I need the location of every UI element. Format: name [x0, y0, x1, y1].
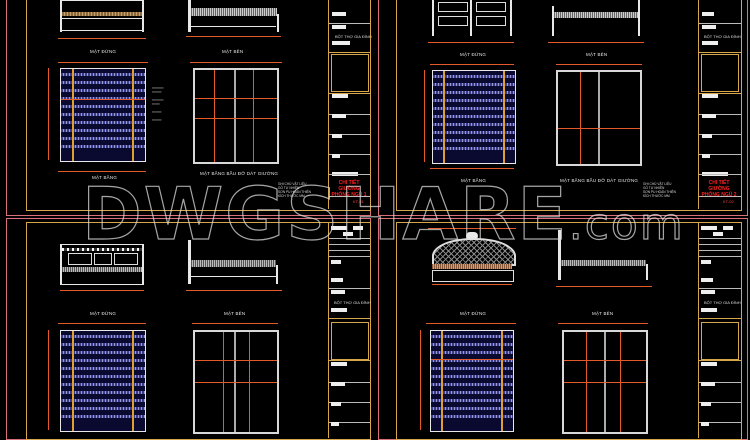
side-elevation-3: [186, 240, 282, 291]
view-label-plan-2: MẶT BẰNG: [461, 178, 487, 183]
logo-box: [701, 322, 739, 360]
callouts-1: ━━━━━━━━━━━━━━━━━━━━━━━━━━━━━━━: [152, 86, 164, 122]
view-label-front-2: MẶT ĐỨNG: [460, 52, 487, 57]
view-label-plan-1: MẶT BẰNG: [92, 175, 118, 180]
drawing-frame-2: [396, 0, 742, 211]
sheet-number: KT-02: [723, 199, 734, 204]
front-elevation-2: [428, 0, 514, 43]
view-label-frame-plan-1: MẶT BẰNG BẦU ĐỠ DÁT GIƯỜNG: [200, 171, 279, 176]
view-label-side-2: MẶT BÊN: [586, 52, 608, 57]
view-label-side-3: MẶT BÊN: [224, 311, 246, 316]
drawing-sheet-2: [378, 0, 748, 216]
side-elevation-4: [556, 226, 652, 287]
logo-box: [331, 54, 369, 92]
logo-box: [701, 54, 739, 92]
view-label-front-3: MẶT ĐỨNG: [90, 311, 117, 316]
project-name: BỘT THỢ GIA ĐÌNH: [704, 300, 741, 305]
logo-box: [331, 322, 369, 360]
bed-frame-plan-2: [556, 70, 642, 166]
bed-frame-plan-4: [562, 330, 648, 434]
title-block-3: BỘT THỢ GIA ĐÌNH: [328, 222, 371, 438]
front-elevation-3: [60, 240, 144, 291]
front-elevation-4: [428, 226, 516, 286]
project-name: BỘT THỢ GIA ĐÌNH: [704, 34, 741, 39]
view-label-side-1: MẶT BÊN: [222, 49, 244, 54]
bed-plan-4: [430, 330, 514, 432]
bed-frame-plan-1: [193, 68, 279, 164]
title-block-4: BỘT THỢ GIA ĐÌNH: [698, 222, 741, 438]
side-elevation-1: [186, 0, 281, 37]
view-label-front-1: MẶT ĐỨNG: [90, 49, 117, 54]
bed-plan-2: [432, 70, 516, 164]
bed-plan-3: [60, 330, 146, 432]
bed-frame-plan-3: [193, 330, 279, 434]
sheet-number: KT-01: [353, 199, 364, 204]
watermark: DWGSHARE.com: [81, 172, 685, 256]
drawing-frame-1: [26, 0, 371, 211]
side-elevation-2: [548, 0, 644, 43]
project-name: BỘT THỢ GIA ĐÌNH: [334, 300, 371, 305]
front-elevation-1: [58, 0, 146, 39]
bed-plan-1: [60, 68, 146, 162]
view-label-front-4: MẶT ĐỨNG: [460, 311, 487, 316]
project-name: BỘT THỢ GIA ĐÌNH: [335, 34, 372, 39]
view-label-side-4: MẶT BÊN: [592, 311, 614, 316]
view-label-frame-plan-2: MẶT BẰNG BẦU ĐỠ DÁT GIƯỜNG: [560, 178, 639, 183]
